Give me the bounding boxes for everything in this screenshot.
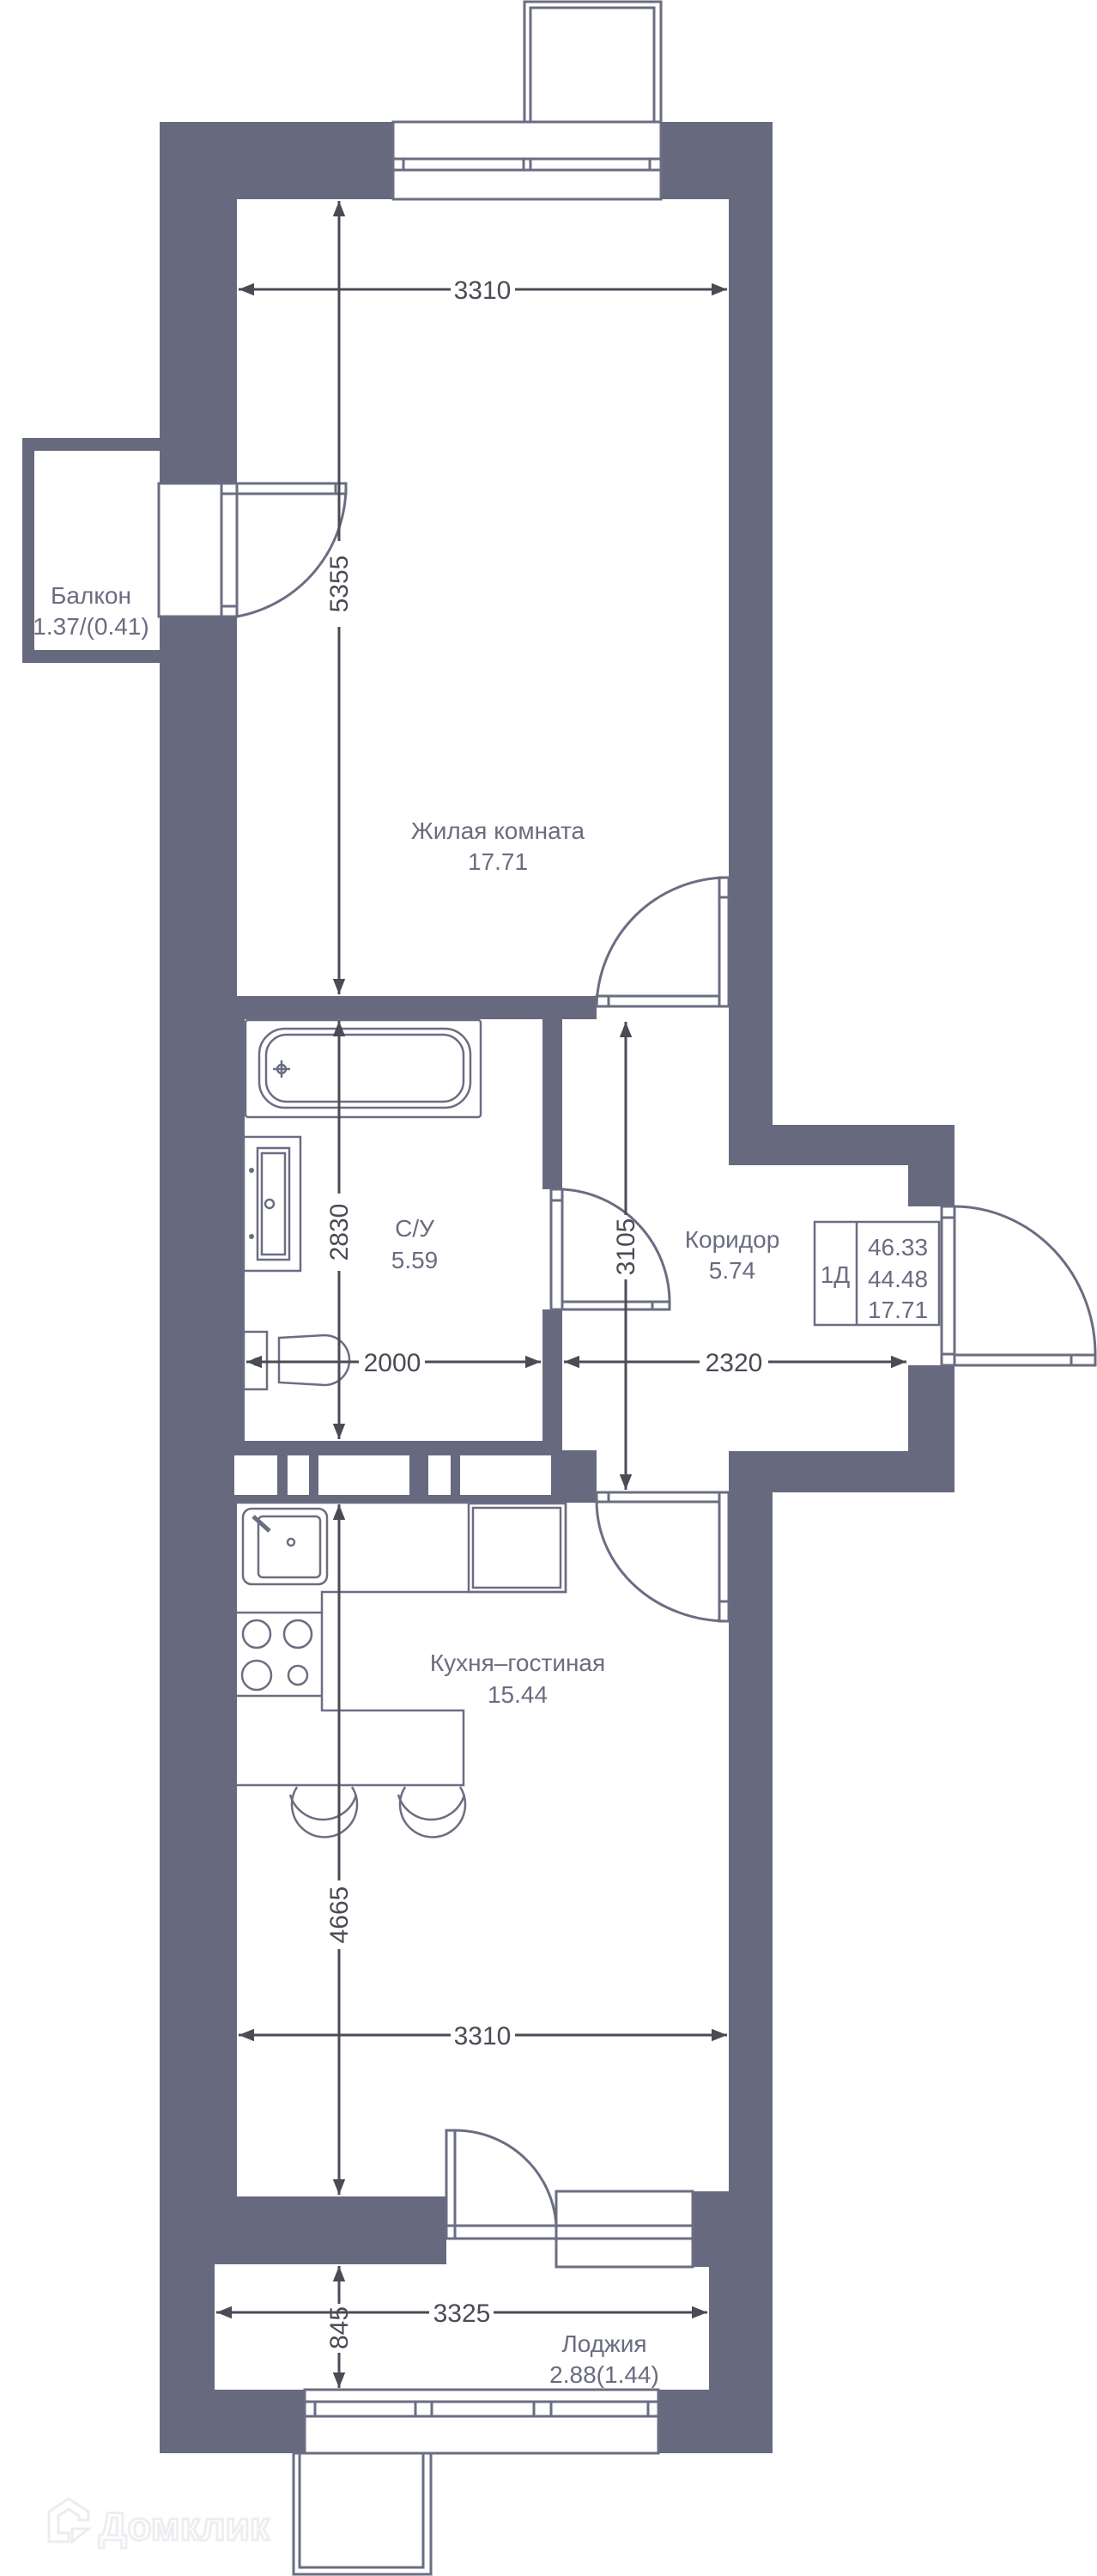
- loggia-door: [445, 2129, 694, 2269]
- domclick-watermark: Домклик: [47, 2497, 271, 2550]
- room-name-living: Жилая комната: [411, 817, 585, 844]
- room-name-kitchen: Кухня–гостиная: [430, 1649, 605, 1676]
- room-area-loggia: 2.88(1.44): [549, 2361, 659, 2388]
- area-without-balconies: 44.48: [868, 1266, 928, 1292]
- apartment-summary-box: 1Д 46.33 44.48 17.71: [813, 1220, 941, 1327]
- bottom-balcony-frame: [292, 2451, 433, 2576]
- room-area-corridor: 5.74: [709, 1257, 756, 1284]
- dim-bathroom-length: 2830: [325, 1204, 354, 1261]
- balcony-left: [22, 438, 239, 663]
- room-name-loggia: Лоджия: [561, 2330, 646, 2357]
- kitchen-counter: [237, 1501, 567, 1787]
- room-area-kitchen: 15.44: [488, 1681, 548, 1708]
- room-area-balcony: 1.37/(0.41): [33, 613, 148, 640]
- window-top: [391, 120, 663, 201]
- bar-stools-icon: [288, 1786, 467, 1838]
- total-area: 46.33: [868, 1234, 928, 1261]
- room-name-bathroom: С/У: [395, 1215, 434, 1242]
- living-area: 17.71: [868, 1297, 928, 1323]
- ventilation-shaft: [234, 1455, 551, 1495]
- room-area-bathroom: 5.59: [391, 1247, 439, 1273]
- apartment-type: 1Д: [821, 1261, 851, 1288]
- house-logo-icon: [47, 2497, 93, 2545]
- dim-corridor-width: 2320: [706, 1349, 763, 1377]
- kitchen-door: [595, 1491, 730, 1623]
- dim-loggia-depth: 845: [325, 2306, 354, 2349]
- dimension-lines: [216, 201, 906, 2388]
- room-name-balcony: Балкон: [51, 582, 131, 609]
- dim-bathroom-width: 2000: [364, 1349, 421, 1377]
- window-loggia: [303, 2388, 660, 2455]
- bathtub-icon: [244, 1018, 482, 1119]
- living-room-door: [595, 876, 730, 1008]
- room-area-living: 17.71: [468, 848, 528, 875]
- dim-corridor-length: 3105: [612, 1218, 640, 1276]
- balcony-door: [235, 482, 348, 618]
- watermark-text: Домклик: [99, 2504, 270, 2549]
- entry-door: [940, 1205, 1097, 1367]
- kitchen-sink-icon: [241, 1507, 329, 1586]
- washbasin-icon: [242, 1135, 302, 1273]
- dim-kitchen-width: 3310: [454, 2022, 512, 2050]
- stove-icon: [240, 1619, 313, 1692]
- bathroom-door: [549, 1188, 671, 1311]
- fridge-icon: [467, 1502, 567, 1594]
- dim-living-width: 3310: [454, 276, 512, 305]
- dim-living-length: 5355: [325, 556, 354, 613]
- room-name-corridor: Коридор: [685, 1226, 780, 1253]
- dim-loggia-width: 3325: [433, 2300, 491, 2328]
- top-balcony-frame: [523, 0, 663, 125]
- dim-kitchen-length: 4665: [325, 1886, 354, 1944]
